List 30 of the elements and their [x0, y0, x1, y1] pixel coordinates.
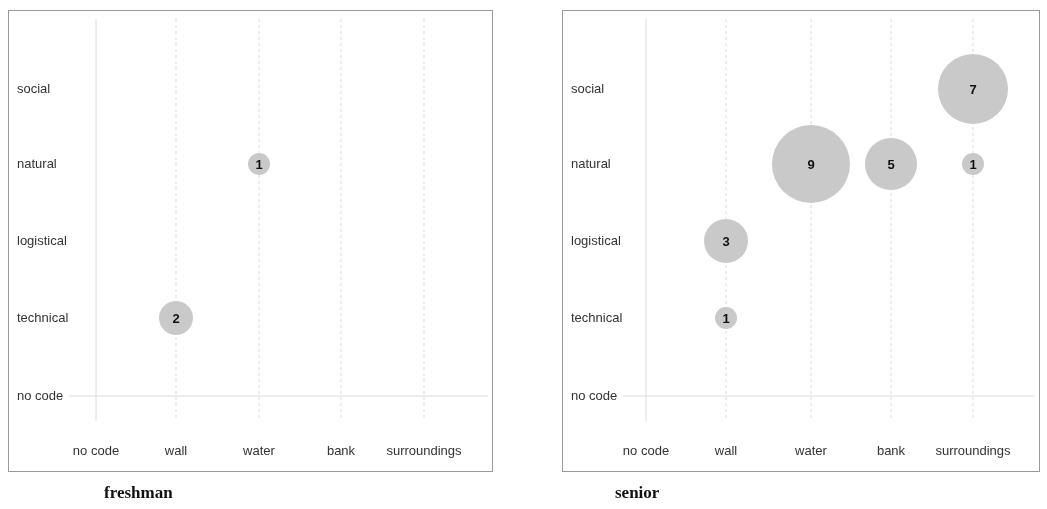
y-axis-label: social [17, 81, 51, 96]
y-axis-label: logistical [17, 233, 67, 248]
x-axis-label: water [243, 443, 275, 458]
y-axis-label: no code [17, 388, 64, 403]
x-axis-label: bank [876, 443, 906, 458]
x-axis-label: surroundings [386, 443, 462, 458]
panel-heading: freshman [104, 483, 173, 503]
y-axis-label: technical [571, 310, 623, 325]
x-axis-label: no code [72, 443, 120, 458]
y-axis-label: no code [571, 388, 618, 403]
x-axis-label: bank [326, 443, 356, 458]
x-axis-label: wall [714, 443, 738, 458]
x-axis-label: surroundings [935, 443, 1011, 458]
bubble: 1 [962, 153, 984, 175]
y-axis-label: social [571, 81, 605, 96]
bubble: 1 [715, 307, 737, 329]
y-axis-label: natural [17, 156, 57, 171]
bubble: 9 [772, 125, 850, 203]
y-axis-label: logistical [571, 233, 621, 248]
bubble: 5 [865, 138, 917, 190]
y-axis-label: technical [17, 310, 69, 325]
bubble: 2 [159, 301, 193, 335]
panel-heading: senior [615, 483, 660, 503]
bubble: 7 [938, 54, 1008, 124]
y-axis-label: natural [571, 156, 611, 171]
x-axis-label: no code [622, 443, 670, 458]
x-axis-label: wall [164, 443, 188, 458]
bubble: 3 [704, 219, 748, 263]
x-axis-label: water [795, 443, 827, 458]
bubble: 1 [248, 153, 270, 175]
